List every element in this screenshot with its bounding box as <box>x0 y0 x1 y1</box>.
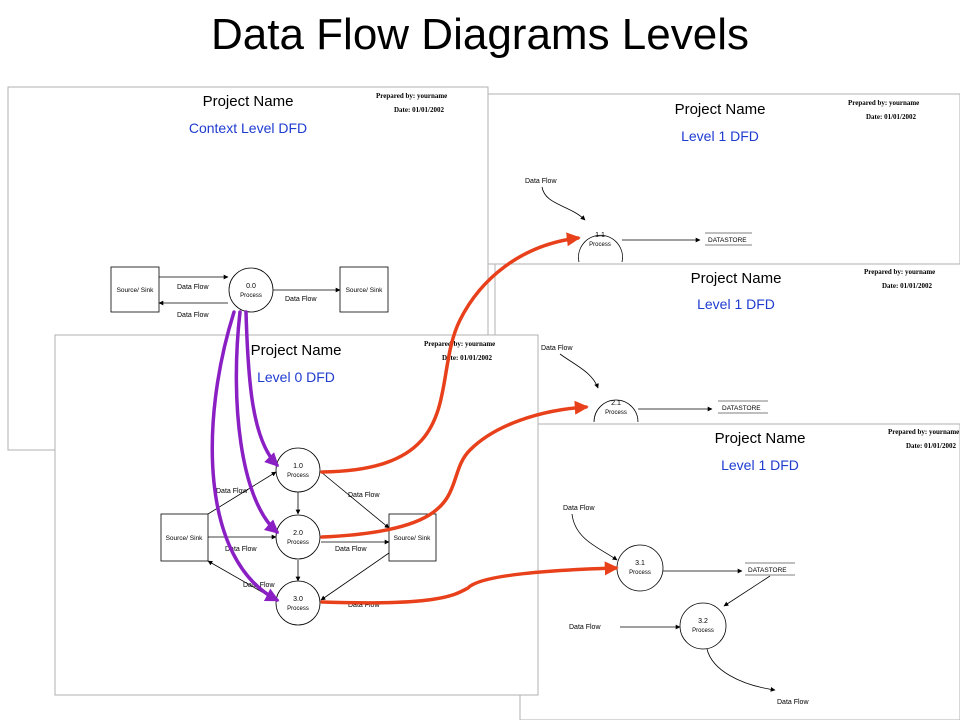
page-subtitle: Context Level DFD <box>189 120 307 136</box>
date-label: Date: 01/01/2002 <box>442 354 492 362</box>
process-2-0 <box>275 514 321 560</box>
process-number: 3.2 <box>698 618 708 625</box>
process-label: Process <box>629 570 651 576</box>
orange-arrow <box>320 400 589 539</box>
purple-decomposition-arrows <box>210 310 280 602</box>
process-3-1 <box>616 544 664 592</box>
process-number: 1.0 <box>293 463 303 470</box>
process-number: 2.1 <box>611 400 621 407</box>
flow-label: Data Flow <box>335 546 367 553</box>
flow-label: Data Flow <box>216 488 248 495</box>
page-subtitle: Level 1 DFD <box>721 457 799 473</box>
process-number: 3.0 <box>293 596 303 603</box>
page-subtitle: Level 1 DFD <box>697 296 775 312</box>
date-label: Date: 01/01/2002 <box>882 282 932 290</box>
process-number: 1.1 <box>595 232 605 239</box>
flow-label: Data Flow <box>177 284 209 291</box>
prepared-by: Prepared by: yourname <box>848 99 919 107</box>
flow-label: Data Flow <box>777 699 809 706</box>
process-1-1 <box>578 235 623 263</box>
source-sink-label: Source/ Sink <box>394 535 432 542</box>
source-sink-label: Source/ Sink <box>117 287 155 294</box>
page-project-name: Project Name <box>203 93 294 110</box>
slide-title: Data Flow Diagrams Levels <box>211 10 749 59</box>
process-2-1 <box>593 399 639 423</box>
page-subtitle: Level 0 DFD <box>257 369 335 385</box>
purple-arrow <box>234 310 280 534</box>
purple-arrow <box>244 310 279 467</box>
date-label: Date: 01/01/2002 <box>906 442 956 450</box>
orange-arrow <box>320 561 619 605</box>
process-number: 3.1 <box>635 560 645 567</box>
flow-label: Data Flow <box>225 546 257 553</box>
prepared-by: Prepared by: yourname <box>864 268 935 276</box>
source-sink-box <box>160 513 209 562</box>
prepared-by: Prepared by: yourname <box>424 340 495 348</box>
process-number: 2.0 <box>293 530 303 537</box>
datastore-label: DATASTORE <box>708 237 747 244</box>
flow-label: Data Flow <box>541 345 573 352</box>
page-project-name: Project Name <box>715 430 806 447</box>
flow-label: Data Flow <box>525 178 557 185</box>
orange-decomposition-arrows <box>320 232 619 605</box>
page-project-name: Project Name <box>691 270 782 287</box>
process-label: Process <box>240 293 262 299</box>
process-label: Process <box>692 628 714 634</box>
orange-arrow <box>320 232 581 474</box>
datastore-label: DATASTORE <box>748 567 787 574</box>
purple-arrow <box>210 310 280 602</box>
process-number: 0.0 <box>246 283 256 290</box>
datastore-label: DATASTORE <box>722 405 761 412</box>
flow-label: Data Flow <box>348 492 380 499</box>
flow-label: Data Flow <box>563 505 595 512</box>
page-level1-b: Project Name Level 1 DFD Prepared by: yo… <box>494 261 960 425</box>
source-sink-label: Source/ Sink <box>346 287 384 294</box>
page-level1-a: Project Name Level 1 DFD Prepared by: yo… <box>479 93 960 265</box>
prepared-by: Prepared by: yourname <box>376 92 447 100</box>
date-label: Date: 01/01/2002 <box>394 106 444 114</box>
process-label: Process <box>287 606 309 612</box>
flow-label: Data Flow <box>285 296 317 303</box>
flow-label: Data Flow <box>243 582 275 589</box>
process-1-0 <box>275 447 321 493</box>
process-label: Process <box>287 473 309 479</box>
flow-label: Data Flow <box>177 312 209 319</box>
process-3-2 <box>679 602 727 650</box>
source-sink-box <box>339 266 389 313</box>
process-label: Process <box>605 410 627 416</box>
flow-label: Data Flow <box>569 624 601 631</box>
process-3-0 <box>275 580 321 626</box>
flow-label: Data Flow <box>348 602 380 609</box>
page-project-name: Project Name <box>251 342 342 359</box>
date-label: Date: 01/01/2002 <box>866 113 916 121</box>
source-sink-box <box>110 266 160 313</box>
page-subtitle: Level 1 DFD <box>681 128 759 144</box>
page-project-name: Project Name <box>675 101 766 118</box>
source-sink-label: Source/ Sink <box>166 535 204 542</box>
page-level0: Project Name Level 0 DFD Prepared by: yo… <box>54 334 539 696</box>
prepared-by: Prepared by: yourname <box>888 428 959 436</box>
page-level1-c: Project Name Level 1 DFD Prepared by: yo… <box>519 421 960 720</box>
process-label: Process <box>589 242 611 248</box>
process-0-0 <box>228 267 274 313</box>
process-label: Process <box>287 540 309 546</box>
